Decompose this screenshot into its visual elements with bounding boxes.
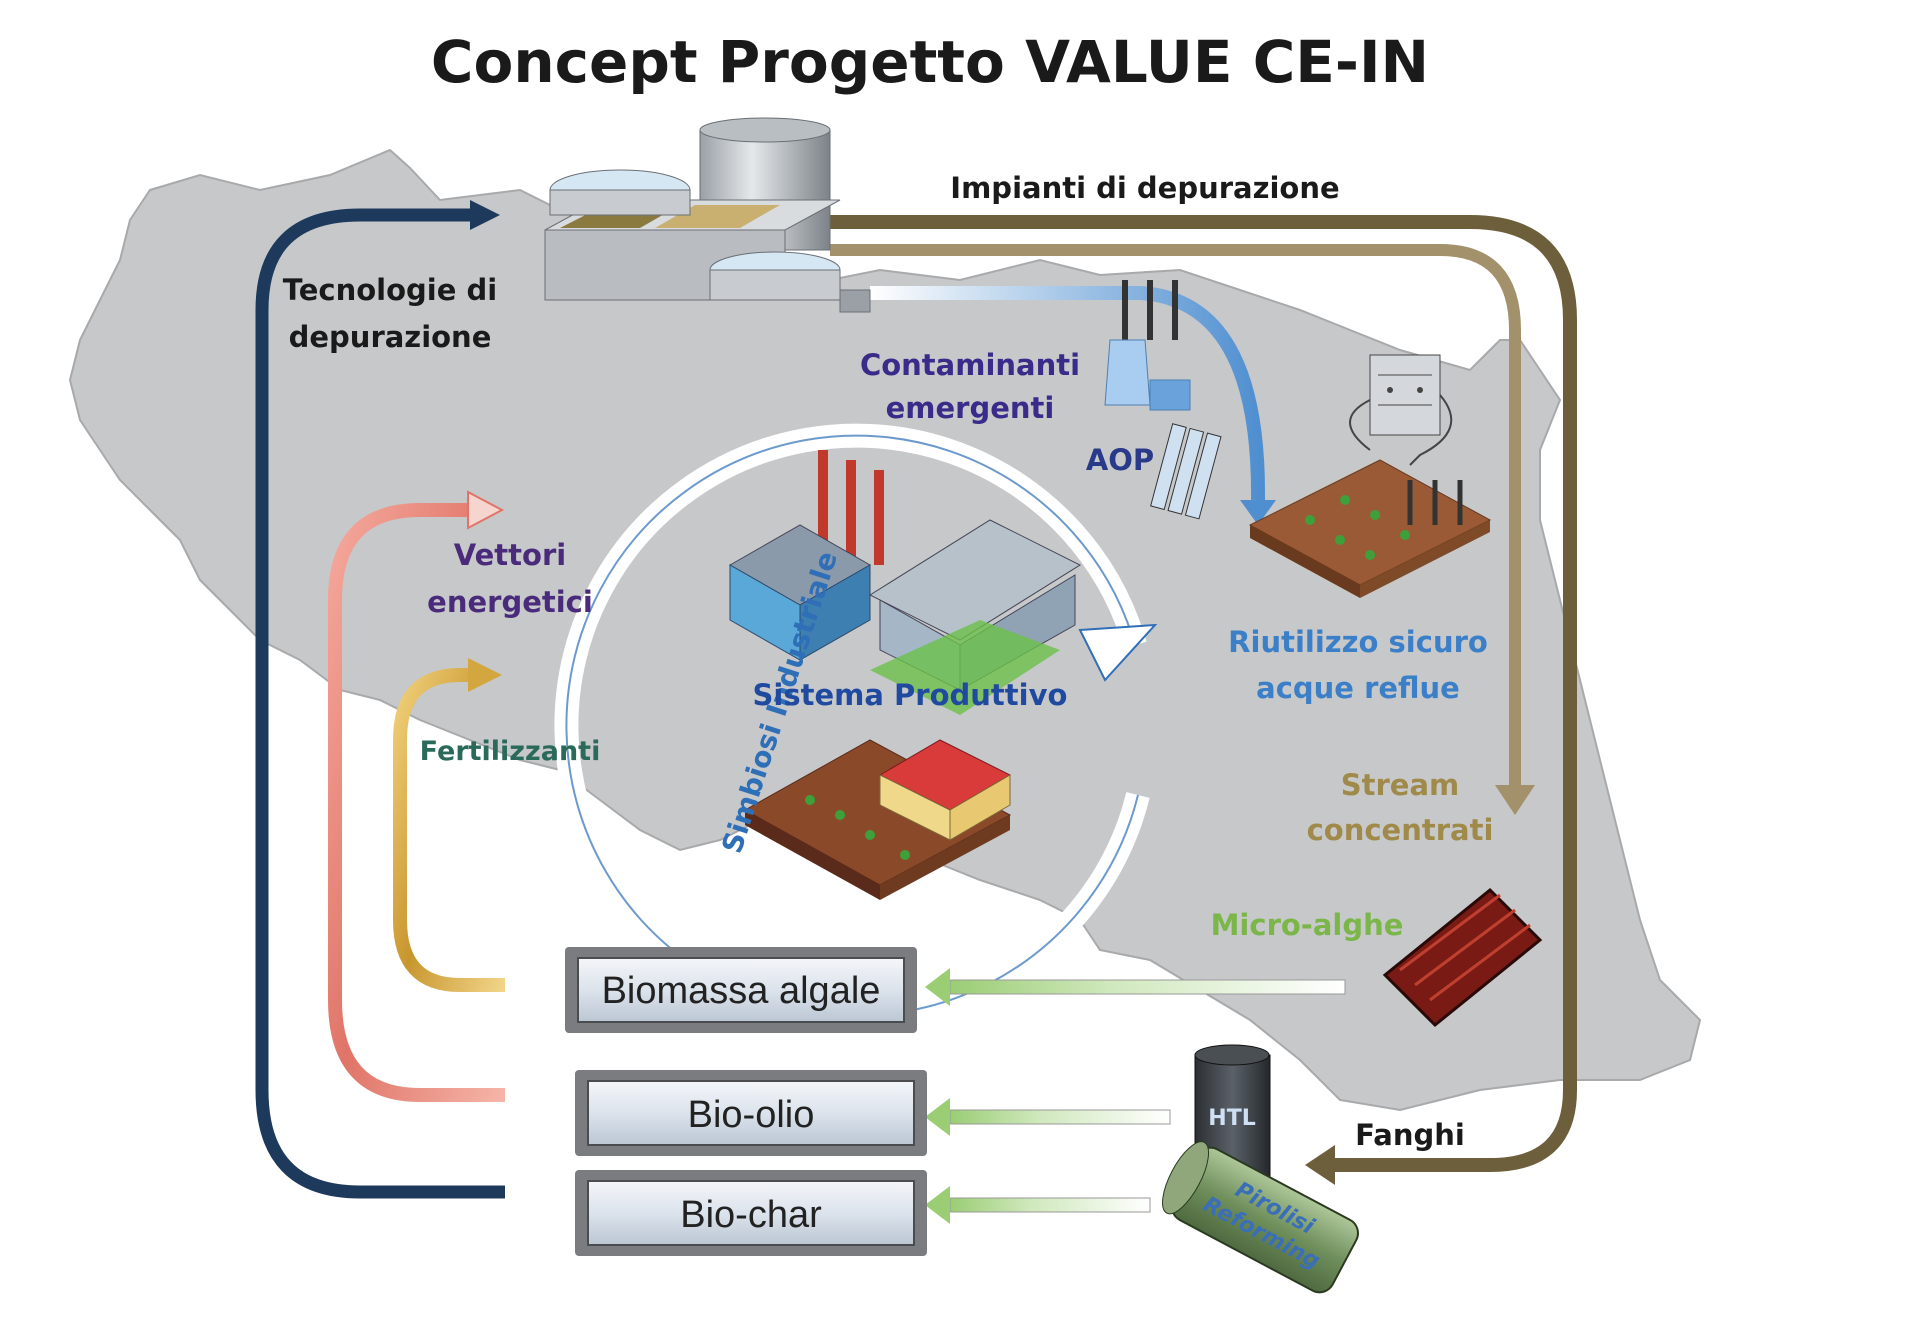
output-label-biochar: Bio-char bbox=[680, 1194, 822, 1236]
wastewater-plant-icon bbox=[544, 117, 871, 313]
arrow-algae-head bbox=[925, 968, 950, 1006]
output-box-biomassa: Biomassa algale bbox=[565, 947, 917, 1033]
water-arrow-head bbox=[1240, 500, 1276, 525]
photobioreactor-icon bbox=[1382, 887, 1543, 1028]
label-tecnologie-2: depurazione bbox=[289, 320, 492, 354]
olive-arrow-outer bbox=[830, 215, 1577, 1172]
htl-label: HTL bbox=[1208, 1106, 1255, 1131]
farm-icon bbox=[743, 739, 1012, 900]
factory-icon bbox=[728, 450, 884, 661]
label-fertilizzanti: Fertilizzanti bbox=[420, 736, 601, 767]
output-box-biochar: Bio-char bbox=[575, 1170, 927, 1256]
irrigated-field-icon bbox=[1248, 459, 1492, 598]
label-aop: AOP bbox=[1086, 443, 1154, 477]
label-vettori-2: energetici bbox=[427, 585, 593, 619]
arrow-char-bar bbox=[949, 1197, 1151, 1213]
label-stream-2: concentrati bbox=[1307, 813, 1494, 847]
gold-arrow bbox=[393, 668, 505, 992]
label-contaminanti-2: emergenti bbox=[886, 391, 1055, 425]
output-label-biomassa: Biomassa algale bbox=[602, 970, 881, 1012]
salmon-arrow bbox=[328, 503, 505, 1102]
navy-loop-arrow bbox=[255, 208, 505, 1199]
label-riutilizzo-1: Riutilizzo sicuro bbox=[1228, 625, 1488, 659]
label-stream-1: Stream bbox=[1341, 768, 1460, 802]
aop-lab-icon bbox=[1104, 280, 1222, 520]
label-impianti: Impianti di depurazione bbox=[950, 171, 1339, 205]
page-title: Concept Progetto VALUE CE-IN bbox=[431, 28, 1429, 96]
fanghi-arrow-head bbox=[1305, 1145, 1335, 1185]
label-fanghi: Fanghi bbox=[1355, 1118, 1465, 1152]
navy-arrow-head bbox=[470, 200, 500, 230]
arrow-char-head bbox=[925, 1186, 950, 1224]
warehouse-icon bbox=[868, 519, 1082, 715]
control-unit-icon bbox=[1349, 354, 1453, 466]
label-contaminanti-1: Contaminanti bbox=[860, 348, 1080, 382]
label-sistema: Sistema Produttivo bbox=[753, 678, 1068, 712]
arrow-oil-head bbox=[925, 1098, 950, 1136]
pyrolysis-reformer-icon: Pirolisi Reforming bbox=[1162, 1141, 1359, 1294]
arrow-oil-bar bbox=[949, 1109, 1171, 1125]
output-label-biolio: Bio-olio bbox=[688, 1094, 815, 1136]
label-tecnologie-1: Tecnologie di bbox=[283, 273, 497, 307]
label-riutilizzo-2: acque reflue bbox=[1256, 671, 1460, 705]
water-arrow bbox=[870, 286, 1266, 501]
symbiosis-arrow-head bbox=[1078, 623, 1158, 682]
label-microalghe: Micro-alghe bbox=[1211, 908, 1404, 942]
arrow-algae-bar bbox=[949, 979, 1346, 995]
label-vettori-1: Vettori bbox=[454, 538, 566, 572]
olive-arrow-inner bbox=[830, 244, 1521, 790]
stream-arrow-head bbox=[1495, 785, 1535, 815]
output-box-biolio: Bio-olio bbox=[575, 1070, 927, 1156]
salmon-arrow-head bbox=[467, 490, 505, 530]
gold-arrow-head bbox=[468, 658, 502, 692]
